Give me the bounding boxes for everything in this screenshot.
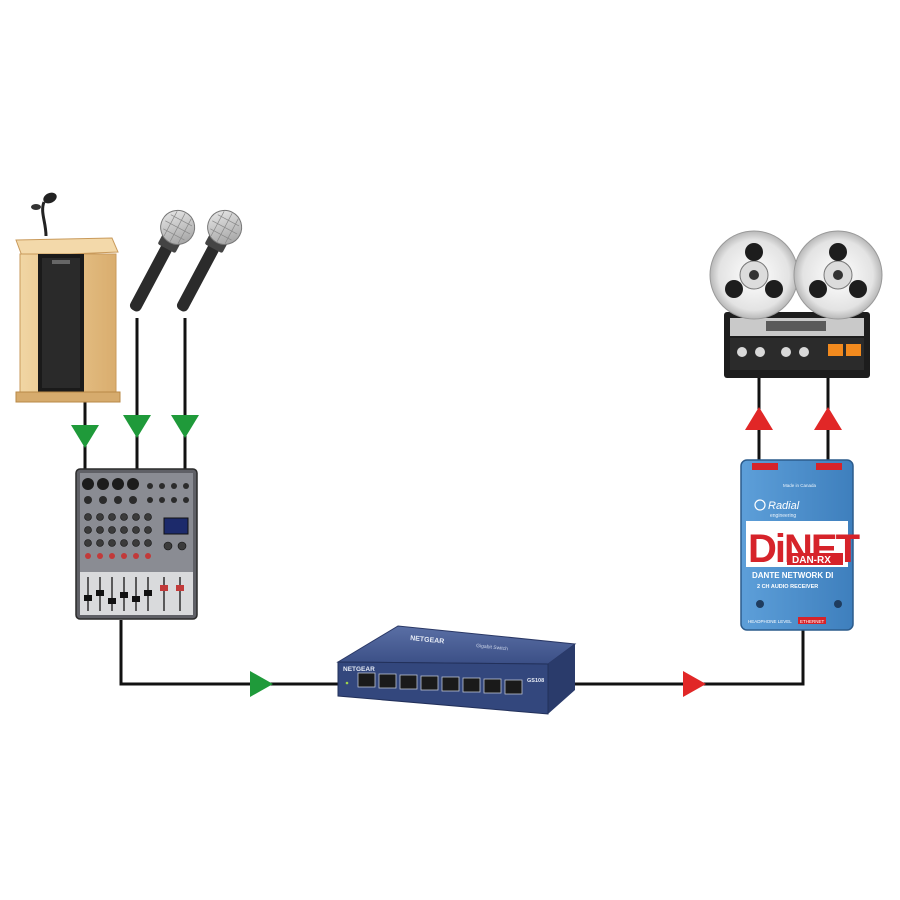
di-box-icon: Made in Canada Radial engineering DiNET … — [740, 459, 862, 631]
di-line1-label: DANTE NETWORK DI — [752, 571, 833, 580]
arrow-right-red — [683, 671, 706, 697]
di-ethernet-label: ETHERNET — [800, 619, 825, 624]
arrow-down-green — [123, 415, 151, 438]
microphone-icon — [176, 209, 243, 312]
microphone-icon — [129, 209, 196, 312]
switch-model-label: GS108 — [527, 678, 544, 684]
switch-brand-label: NETGEAR — [343, 666, 375, 673]
arrow-down-green — [171, 415, 199, 438]
di-line2-label: 2 CH AUDIO RECEIVER — [757, 584, 818, 590]
arrow-up-red — [745, 407, 773, 430]
mixer-icon — [75, 468, 198, 620]
reel-left — [709, 230, 799, 320]
reel-right — [793, 230, 883, 320]
cable-mixer-to-switch — [119, 620, 338, 686]
arrow-up-red — [814, 407, 842, 430]
cable-switch-to-di — [565, 628, 805, 686]
switch-ports — [357, 672, 523, 695]
di-model-label: DAN-RX — [792, 555, 831, 566]
arrow-down-green — [71, 425, 99, 448]
switch-top-brand-label: NETGEAR — [410, 635, 445, 646]
di-brand-sub-label: engineering — [770, 513, 796, 519]
network-switch-icon: NETGEAR NETGEAR Gigabit Switch GS108 — [336, 625, 577, 715]
di-brand-label: Radial — [768, 500, 800, 512]
di-headphone-label: HEADPHONE LEVEL — [748, 619, 792, 624]
di-made-in-label: Made in Canada — [783, 483, 817, 488]
switch-subtitle-label: Gigabit Switch — [476, 643, 509, 652]
signal-arrows — [71, 407, 842, 697]
arrow-right-green — [250, 671, 273, 697]
podium-icon — [15, 192, 121, 403]
reel-to-reel-recorder-icon — [709, 230, 883, 378]
